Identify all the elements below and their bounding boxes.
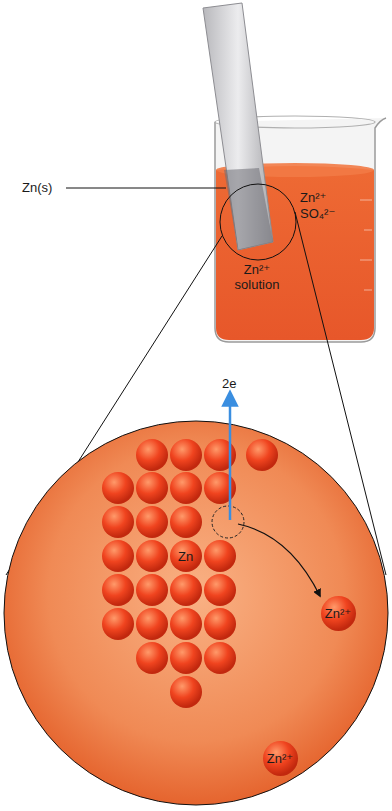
zinc-atom	[102, 506, 134, 538]
magnify-circle	[220, 184, 296, 260]
electron-arrow	[229, 398, 232, 520]
atom-label: Zn	[178, 549, 193, 564]
part-label: Zn(s)	[22, 180, 52, 195]
zinc-atom	[136, 439, 168, 471]
ion-label: Zn²⁺	[325, 606, 351, 621]
ion-ball	[263, 741, 298, 776]
leader-line	[66, 188, 226, 189]
solution	[216, 166, 374, 340]
zinc-atom	[204, 642, 236, 674]
zinc-atom	[136, 506, 168, 538]
zinc-atom	[136, 642, 168, 674]
zinc-atom	[136, 472, 168, 504]
graduations	[360, 200, 372, 290]
zinc-atom	[204, 574, 236, 606]
zinc-atom	[102, 540, 134, 572]
zinc-atom	[170, 472, 202, 504]
zinc-atom	[136, 540, 168, 572]
zinc-atom	[136, 608, 168, 640]
ion-ball	[321, 596, 356, 631]
vacancy	[212, 506, 244, 538]
zinc-atom	[102, 608, 134, 640]
zoom-view	[4, 421, 388, 805]
ion-path-arrow	[238, 524, 320, 596]
ion-circle: Zn²⁺	[320, 595, 357, 632]
zinc-atom	[170, 608, 202, 640]
zinc-atom	[102, 472, 134, 504]
zinc-strip	[203, 3, 273, 250]
zinc-atom	[246, 439, 278, 471]
electron-label: 2e	[222, 376, 236, 391]
ion-label: SO₄²⁻	[300, 206, 335, 221]
ion-circle: Zn²⁺	[262, 740, 299, 777]
zinc-atom	[170, 506, 202, 538]
zinc-atom	[170, 439, 202, 471]
ion-label: Zn²⁺	[300, 190, 326, 205]
zinc-atom	[102, 574, 134, 606]
zinc-lattice	[102, 439, 278, 708]
zinc-strip-immersed	[224, 168, 273, 250]
ion-label: Zn²⁺	[267, 751, 293, 766]
zinc-atom	[204, 540, 236, 572]
zinc-atom	[204, 608, 236, 640]
zinc-atom	[170, 540, 202, 572]
zinc-atom	[170, 642, 202, 674]
zinc-atom	[170, 574, 202, 606]
zinc-atom	[170, 676, 202, 708]
zinc-atom	[136, 574, 168, 606]
solution-label: Zn²⁺ solution	[226, 262, 288, 292]
